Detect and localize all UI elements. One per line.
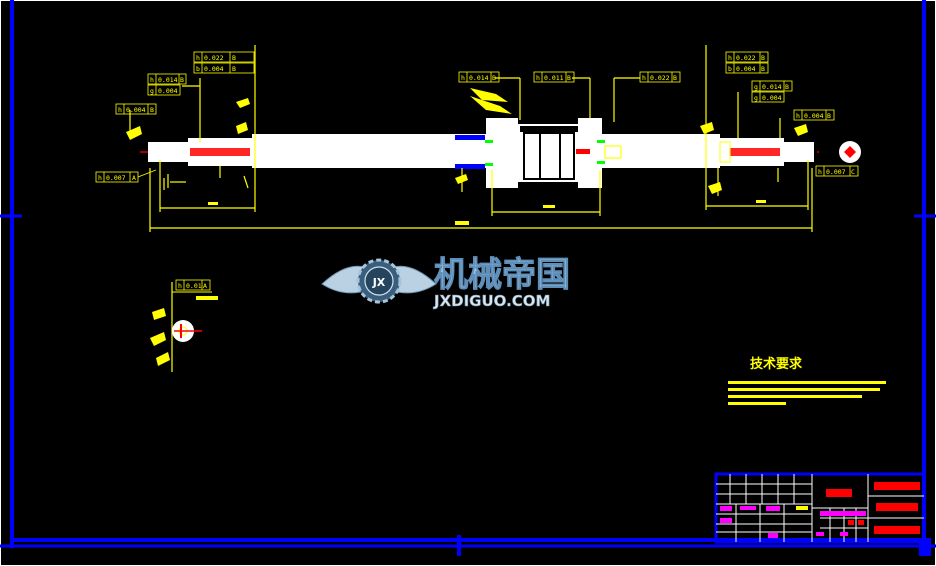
technical-requirements: 技术要求 [728, 356, 886, 405]
shaft-thread-left [252, 134, 488, 168]
svg-text:g: g [150, 87, 154, 95]
svg-text:h: h [196, 54, 200, 62]
svg-text:0.014: 0.014 [158, 76, 178, 84]
svg-text:B: B [492, 74, 496, 82]
svg-text:B: B [232, 54, 236, 62]
gtol-right-bottom: h 0.007 C [815, 165, 859, 177]
svg-text:B: B [761, 54, 765, 62]
gtol-left-top-1: h 0.022 B [193, 51, 255, 63]
svg-text:0.022: 0.022 [736, 54, 756, 62]
gtol-center-3: h 0.022 B [639, 71, 681, 83]
gtol-center-2: h 0.011 B [533, 71, 575, 83]
svg-text:0.004: 0.004 [158, 87, 178, 95]
end-view-symbol [839, 141, 861, 163]
svg-text:h: h [728, 54, 732, 62]
svg-text:C: C [851, 168, 855, 176]
svg-text:0.004: 0.004 [762, 94, 782, 102]
section-view [150, 282, 218, 372]
surface-finish-symbols [126, 88, 808, 194]
svg-text:0.022: 0.022 [204, 54, 224, 62]
svg-text:B: B [150, 106, 154, 114]
svg-text:A: A [203, 282, 207, 290]
gtol-section: h 0.01 A [175, 279, 211, 291]
svg-text:h: h [118, 106, 122, 114]
tech-requirements-title: 技术要求 [750, 356, 803, 372]
shaft-left-end [148, 142, 188, 162]
svg-text:h: h [150, 76, 154, 84]
svg-text:0.004: 0.004 [126, 106, 146, 114]
title-block [714, 472, 926, 544]
svg-text:B: B [567, 74, 571, 82]
svg-text:0.004: 0.004 [204, 65, 224, 73]
svg-text:0.007: 0.007 [106, 174, 126, 182]
gtol-right-mid-2: g 0.004 [751, 91, 785, 103]
svg-text:h: h [536, 74, 540, 82]
svg-text:g: g [754, 94, 758, 102]
svg-text:b: b [728, 65, 732, 73]
watermark-logo: JX 机械帝国 JXDIGUO.COM [321, 255, 571, 310]
gtol-left-bottom: h 0.007 A [95, 169, 157, 183]
gtol-right-top-2: b 0.004 B [725, 62, 769, 74]
svg-text:0.007: 0.007 [826, 168, 846, 176]
svg-text:g: g [754, 83, 758, 91]
gtol-left-top-2: b 0.004 B [193, 62, 255, 74]
geometric-tolerance-frames: h 0.022 B b 0.004 B h 0.014 B g 0.004 [95, 51, 859, 291]
gtol-left-runout: h 0.004 B [115, 103, 157, 115]
svg-text:0.014: 0.014 [762, 83, 782, 91]
svg-text:B: B [827, 112, 831, 120]
gtol-center-1: h 0.014 B [458, 71, 500, 83]
svg-text:B: B [785, 83, 789, 91]
gtol-left-mid-1: h 0.014 B [147, 73, 187, 85]
svg-text:JX: JX [372, 276, 386, 289]
gtol-right-runout: h 0.004 B [793, 109, 835, 121]
svg-text:b: b [196, 65, 200, 73]
gtol-left-mid-2: g 0.004 [147, 84, 181, 96]
svg-text:0.011: 0.011 [544, 74, 564, 82]
svg-text:0.004: 0.004 [804, 112, 824, 120]
svg-text:0.004: 0.004 [736, 65, 756, 73]
svg-text:0.01: 0.01 [186, 282, 202, 290]
svg-text:0.022: 0.022 [650, 74, 670, 82]
shaft-thread-right [602, 134, 720, 168]
svg-text:h: h [178, 282, 182, 290]
watermark-en: JXDIGUO.COM [433, 292, 550, 310]
shaft-nut-left [486, 118, 518, 188]
shaft-right-end [784, 142, 814, 162]
svg-text:h: h [461, 74, 465, 82]
svg-text:h: h [818, 168, 822, 176]
svg-text:B: B [232, 65, 236, 73]
svg-text:A: A [132, 174, 136, 182]
svg-text:h: h [796, 112, 800, 120]
svg-text:h: h [642, 74, 646, 82]
watermark-cn: 机械帝国 [434, 255, 570, 295]
gtol-right-top-1: h 0.022 B [725, 51, 769, 63]
svg-text:B: B [673, 74, 677, 82]
svg-text:B: B [761, 65, 765, 73]
shaft-details [190, 126, 780, 180]
svg-text:0.014: 0.014 [469, 74, 489, 82]
svg-text:h: h [98, 174, 102, 182]
svg-text:B: B [180, 76, 184, 84]
gtol-right-mid-1: g 0.014 B [751, 80, 793, 92]
